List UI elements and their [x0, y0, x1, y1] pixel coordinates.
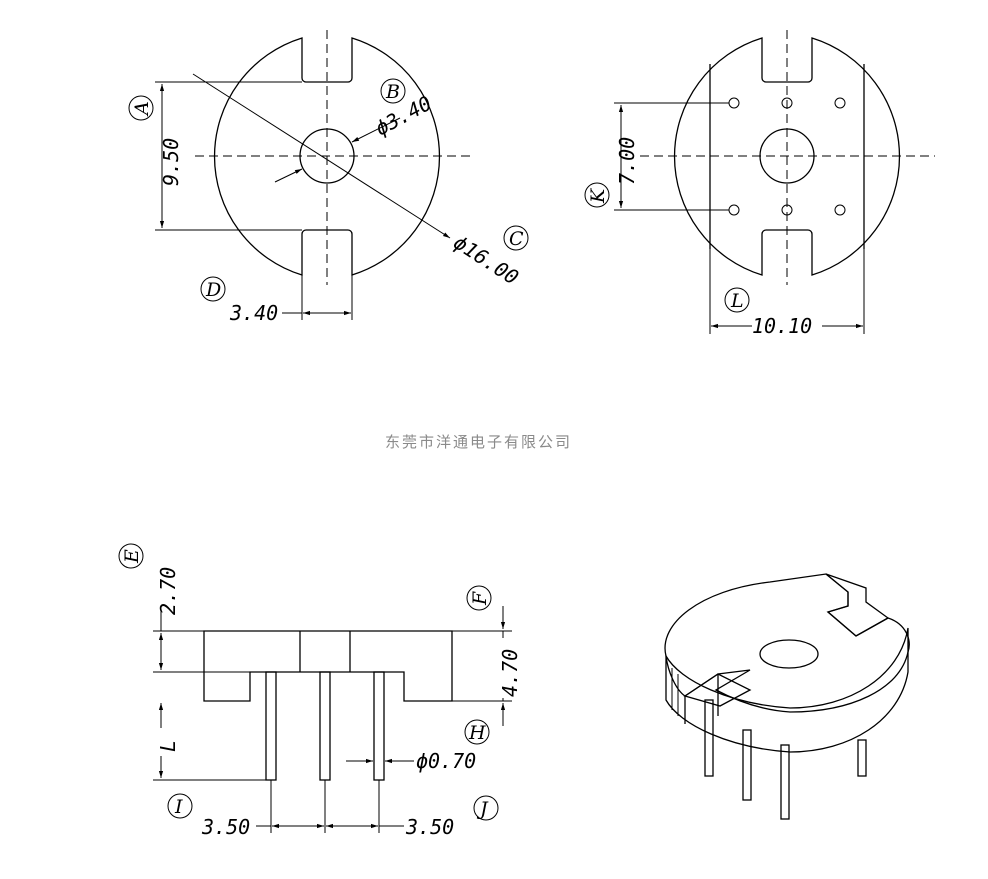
dim-text-i: 3.50: [201, 815, 250, 839]
dim-text-k: 7.00: [615, 137, 639, 185]
iso-body-top: [664, 573, 910, 713]
svg-text:E: E: [121, 549, 143, 564]
side-view-pins: [265, 671, 385, 781]
callout-d: D: [200, 276, 226, 302]
callout-a: A: [128, 95, 154, 121]
pin-holes: [728, 97, 846, 216]
dim-text-l: 10.10: [752, 314, 812, 338]
dim-text-j: 3.50: [405, 815, 454, 839]
top-view: 9.50 ϕ3.40 ϕ16.00 3.40 A B C D: [128, 30, 529, 325]
svg-text:F: F: [469, 591, 491, 606]
dim-line-c: [192, 73, 451, 239]
leader-b2: [274, 168, 303, 183]
svg-text:L: L: [730, 290, 744, 312]
dim-text-pin-length: L: [156, 740, 180, 752]
dim-text-b: ϕ3.40: [371, 91, 435, 140]
callout-c: C: [503, 225, 529, 251]
callout-l: L: [724, 287, 750, 313]
iso-body-side: [665, 627, 909, 753]
bottom-view: 7.00 10.10 K L: [584, 30, 935, 338]
dim-text-e: 2.70: [156, 567, 180, 615]
iso-pins: [704, 699, 867, 820]
callout-j: J: [473, 795, 499, 821]
callout-k: K: [584, 182, 610, 208]
svg-text:B: B: [385, 81, 400, 103]
svg-text:A: A: [131, 101, 153, 117]
dim-text-h: ϕ0.70: [416, 749, 476, 773]
svg-text:K: K: [587, 187, 609, 204]
callout-h: H: [464, 719, 490, 745]
svg-text:C: C: [509, 228, 524, 250]
svg-text:J: J: [476, 798, 489, 820]
dim-text-a: 9.50: [159, 138, 183, 186]
dim-text-d: 3.40: [229, 301, 278, 325]
iso-slot-front: [683, 673, 752, 707]
isometric-view: [664, 573, 910, 820]
bottom-view-outline: [673, 37, 901, 276]
callout-e: E: [118, 543, 144, 569]
svg-text:D: D: [205, 279, 221, 301]
iso-center-hole: [759, 639, 819, 669]
svg-text:H: H: [468, 722, 486, 744]
iso-slot-back: [825, 573, 890, 637]
callout-f: F: [466, 585, 492, 611]
callout-b: B: [380, 78, 406, 104]
side-view-outline: [203, 630, 453, 702]
dim-text-f: 4.70: [498, 649, 522, 697]
company-name: 东莞市洋通电子有限公司: [385, 433, 572, 451]
callout-i: I: [167, 793, 193, 819]
leader-b: [351, 117, 401, 143]
side-view: L 2.70 4.70 ϕ0.70 3.50 3.50 E F: [118, 543, 522, 839]
svg-text:I: I: [174, 796, 183, 818]
